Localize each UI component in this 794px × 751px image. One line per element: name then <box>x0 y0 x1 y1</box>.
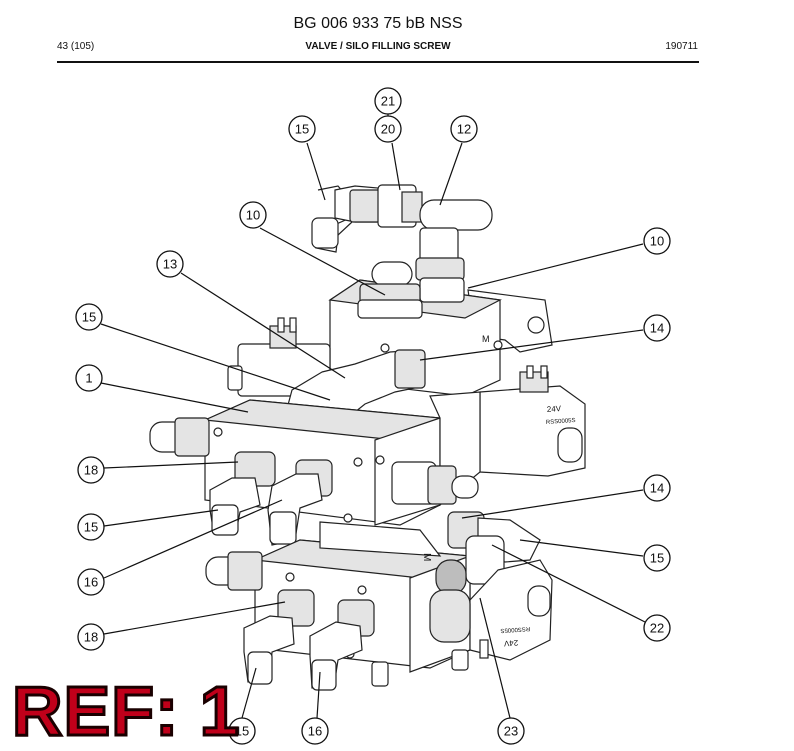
svg-text:16: 16 <box>84 575 98 590</box>
svg-text:22: 22 <box>650 621 664 636</box>
svg-text:14: 14 <box>650 481 664 496</box>
svg-text:15: 15 <box>235 724 249 739</box>
svg-text:12: 12 <box>457 122 471 137</box>
callout-15: 15 <box>288 115 316 143</box>
svg-text:14: 14 <box>650 321 664 336</box>
svg-text:15: 15 <box>84 520 98 535</box>
svg-text:1: 1 <box>85 371 92 386</box>
callout-18-lower: 18 <box>77 623 105 651</box>
assembly-illustration: 24V RSS0005S 24V RSS0005S M M <box>149 184 586 691</box>
document-date: 190711 <box>665 41 698 52</box>
svg-text:16: 16 <box>308 724 322 739</box>
valve-mark-top: M <box>482 334 490 344</box>
callout-20: 20 <box>374 115 402 143</box>
coil-part-label-lower: RSS0005S <box>500 625 530 633</box>
callout-21: 21 <box>374 87 402 115</box>
svg-text:10: 10 <box>246 208 260 223</box>
callout-16: 16 <box>77 568 105 596</box>
svg-text:23: 23 <box>504 724 518 739</box>
svg-text:21: 21 <box>381 94 395 109</box>
svg-text:10: 10 <box>650 234 664 249</box>
leader-lines <box>100 114 646 719</box>
svg-text:15: 15 <box>295 122 309 137</box>
callout-13: 13 <box>156 250 184 278</box>
coil-voltage-label-lower: 24V <box>503 638 518 648</box>
callout-12: 12 <box>450 115 478 143</box>
coil-voltage-label: 24V <box>547 404 562 414</box>
page-number: 43 (105) <box>57 41 95 52</box>
document-title: BG 006 933 75 bB NSS <box>293 15 463 32</box>
reference-stamp: REF: 1 <box>11 672 241 750</box>
callout-15-right: 15 <box>643 544 671 572</box>
tee-fitting <box>419 199 493 231</box>
svg-text:18: 18 <box>84 630 98 645</box>
svg-text:15: 15 <box>82 310 96 325</box>
callout-22: 22 <box>643 614 671 642</box>
callout-10: 10 <box>239 201 267 229</box>
header-divider <box>57 61 699 63</box>
callout-18: 18 <box>77 456 105 484</box>
svg-text:13: 13 <box>163 257 177 272</box>
callout-15-mid: 15 <box>77 513 105 541</box>
callout-14-lower: 14 <box>643 474 671 502</box>
coil-part-label: RSS0005S <box>546 418 576 426</box>
svg-text:20: 20 <box>381 122 395 137</box>
middle-elbow-fitting <box>287 349 425 421</box>
callout-10-right: 10 <box>643 227 671 255</box>
callout-1: 1 <box>75 364 103 392</box>
callout-15-left: 15 <box>75 303 103 331</box>
callout-14: 14 <box>643 314 671 342</box>
svg-text:15: 15 <box>650 551 664 566</box>
valve-mark: M <box>421 553 432 561</box>
bracket-hole <box>527 316 545 334</box>
callout-23: 23 <box>497 717 525 745</box>
svg-text:18: 18 <box>84 463 98 478</box>
callout-16-bottom: 16 <box>301 717 329 745</box>
callout-15-bottom: 15 <box>228 717 256 745</box>
section-title: VALVE / SILO FILLING SCREW <box>305 41 451 52</box>
